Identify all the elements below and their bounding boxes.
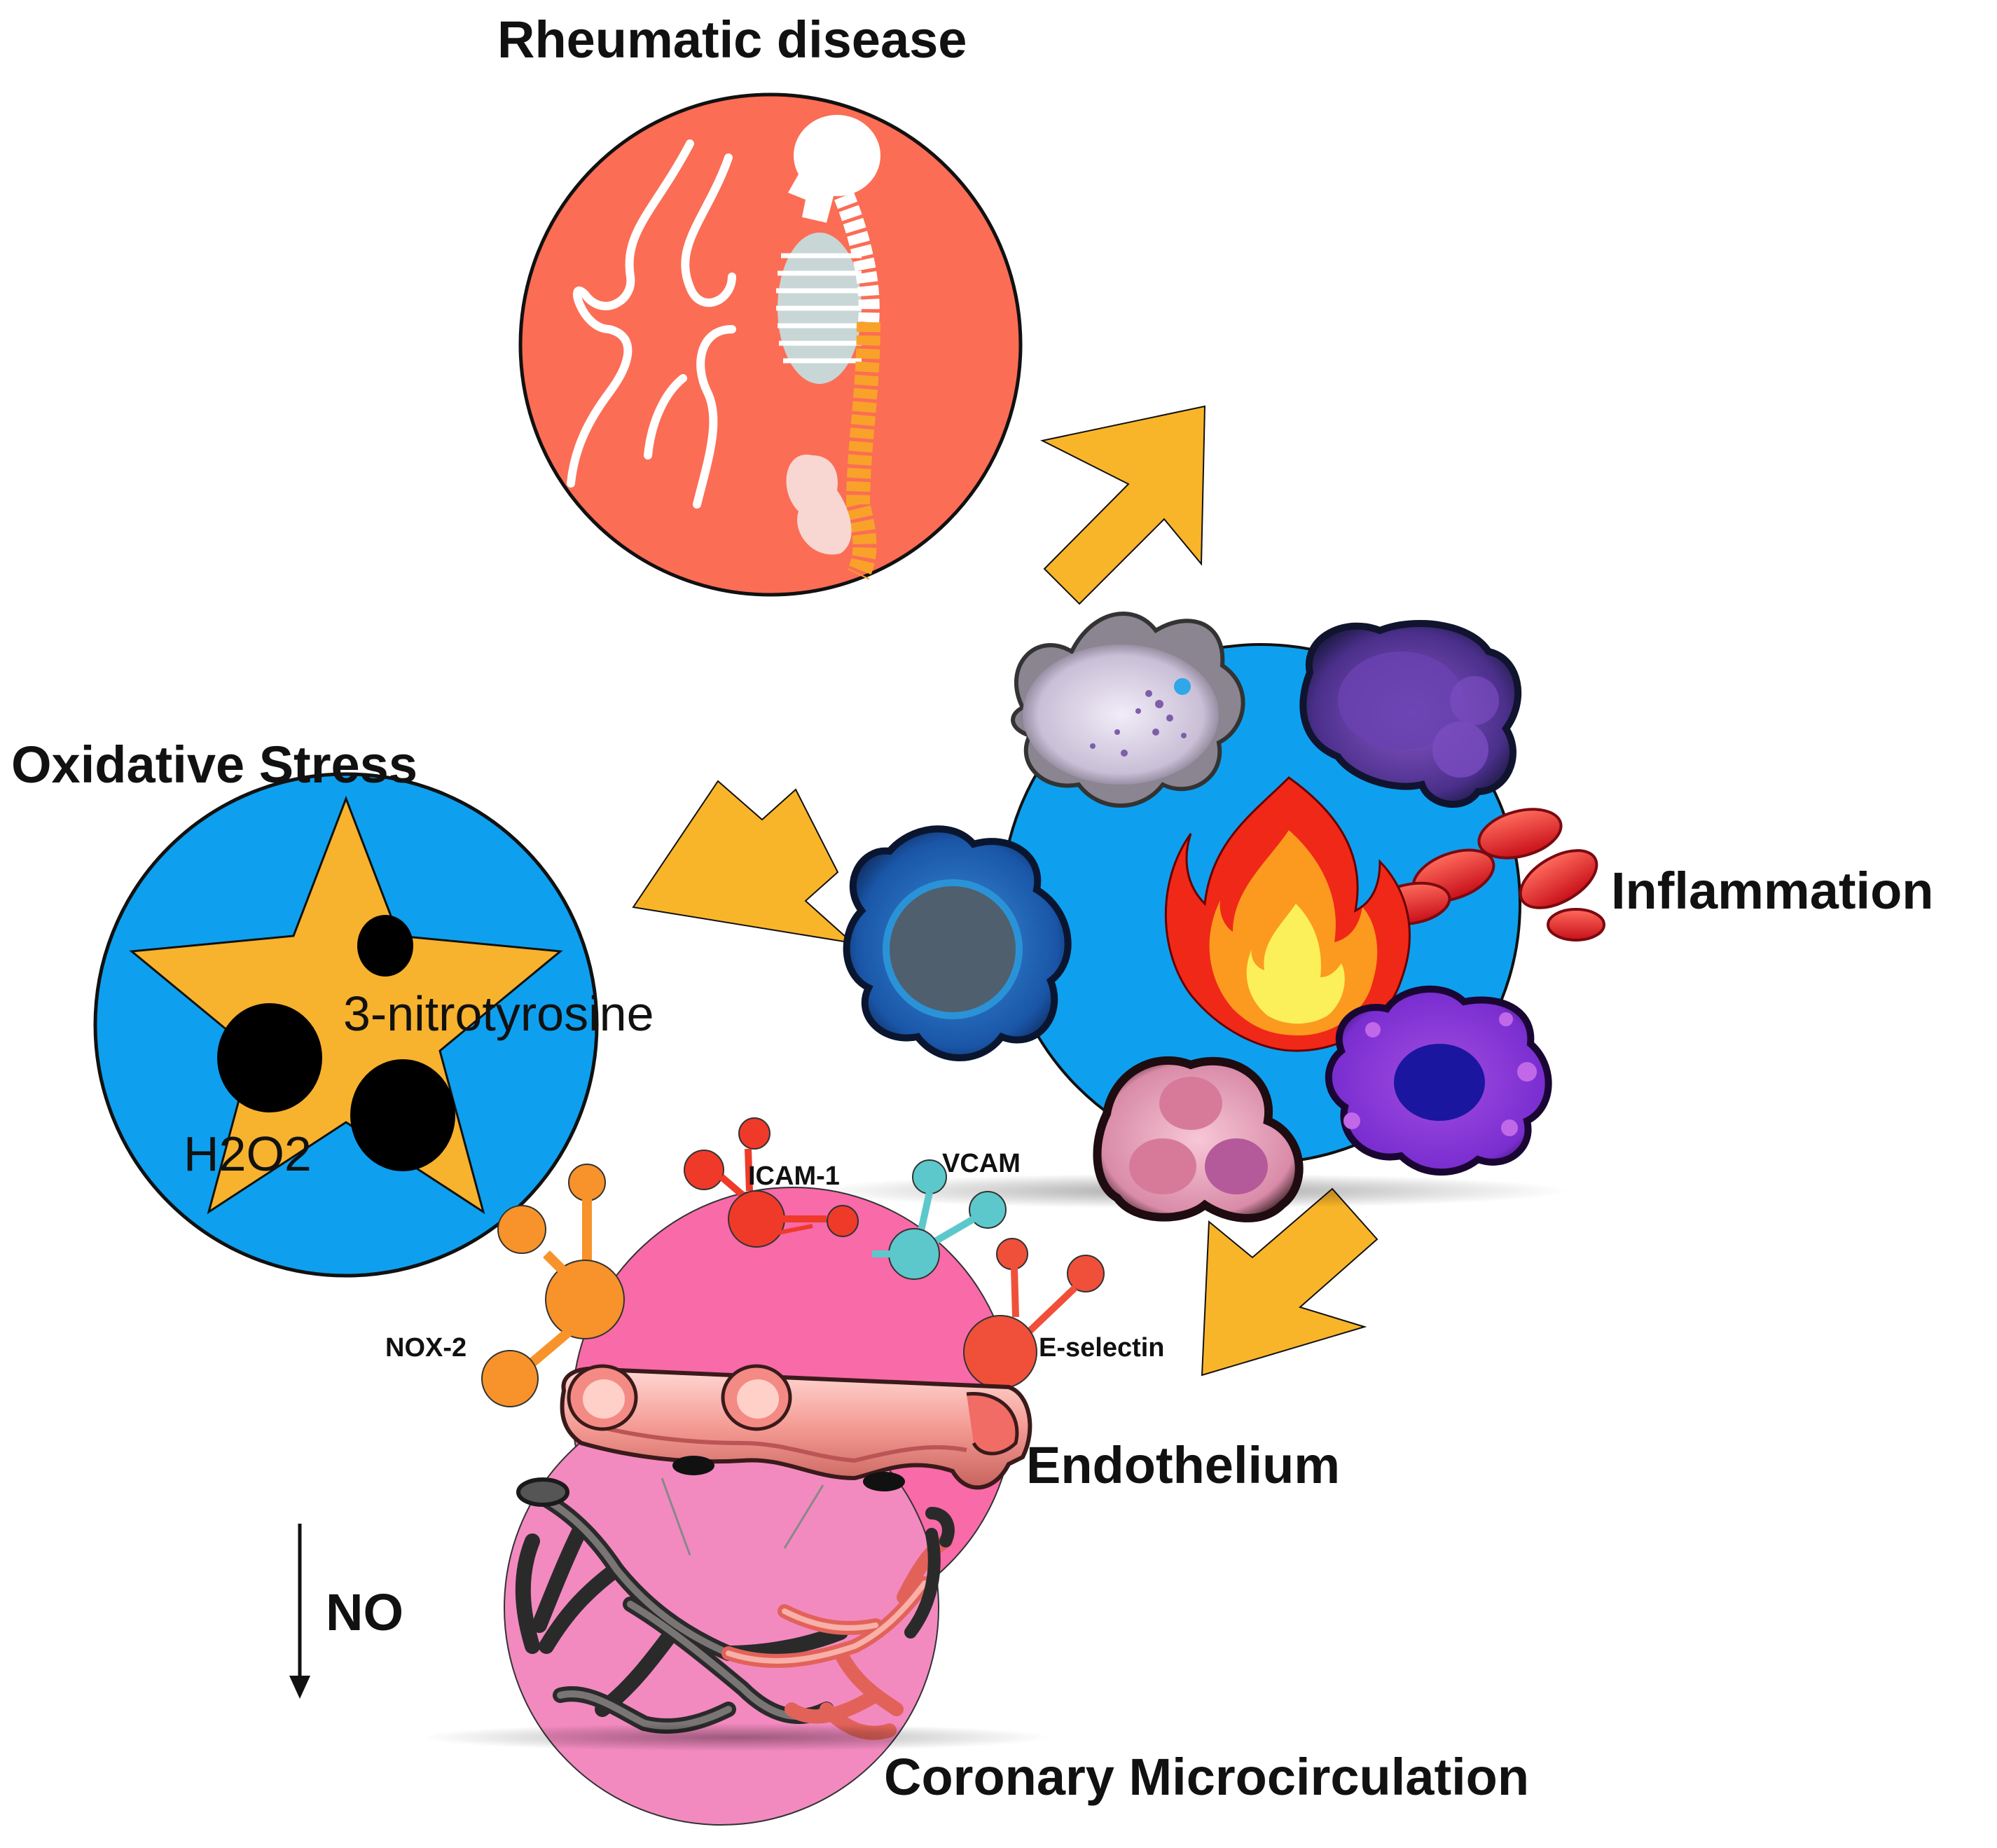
nox2-label: NOX-2 bbox=[385, 1333, 467, 1363]
arrow-rheum-to-inflammation bbox=[1040, 405, 1206, 605]
no-label: NO bbox=[326, 1583, 403, 1641]
red-blood-cell-icon bbox=[1371, 808, 1605, 942]
white-blood-cell-icon bbox=[1299, 620, 1522, 808]
oxidative-stress-node bbox=[93, 772, 599, 1278]
white-blood-cell-icon bbox=[1325, 985, 1552, 1176]
arrow-inflammation-to-endothelium bbox=[1201, 1187, 1378, 1377]
molecule-dots bbox=[217, 915, 455, 1171]
vcam-label: VCAM bbox=[942, 1149, 1021, 1178]
rheumatic-circle bbox=[518, 92, 1023, 597]
inflammation-node bbox=[813, 612, 1605, 1222]
nox2-receptor bbox=[481, 1164, 625, 1407]
coronary-microcirculation-label: Coronary Microcirculation bbox=[884, 1748, 1530, 1806]
icam1-receptor bbox=[684, 1117, 859, 1248]
skeleton-joint-icon bbox=[567, 115, 880, 580]
rheumatic-disease-node bbox=[518, 92, 1023, 597]
white-blood-cell-icon bbox=[1011, 612, 1245, 808]
oxidative-stress-label: Oxidative Stress bbox=[11, 736, 417, 794]
h2o2-label: H2O2 bbox=[184, 1126, 312, 1181]
eselectin-receptor bbox=[963, 1238, 1105, 1389]
nitrotyrosine-label: 3-nitrotyrosine bbox=[343, 986, 654, 1041]
blood-vessel-icon bbox=[560, 1364, 1032, 1491]
eselectin-label: E-selectin bbox=[1039, 1333, 1165, 1363]
arrow-inflammation-to-oxidative bbox=[632, 780, 855, 944]
white-blood-cell-icon bbox=[1093, 1056, 1304, 1222]
inflammation-label: Inflammation bbox=[1611, 862, 1934, 920]
down-arrow-icon bbox=[289, 1524, 310, 1699]
icam1-label: ICAM-1 bbox=[748, 1161, 840, 1191]
rheumatic-disease-label: Rheumatic disease bbox=[497, 11, 967, 69]
vcam-receptor bbox=[872, 1159, 1007, 1280]
endothelium-label: Endothelium bbox=[1026, 1436, 1341, 1494]
white-blood-cell-icon bbox=[843, 825, 1072, 1061]
capillary-network-icon bbox=[515, 1477, 955, 1740]
flame-icon bbox=[1164, 776, 1411, 1052]
